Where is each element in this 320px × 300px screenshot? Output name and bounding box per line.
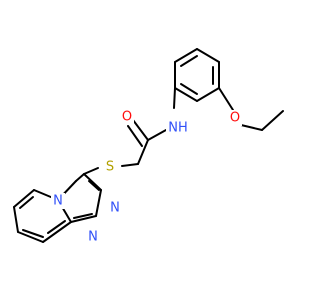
ethoxy-group bbox=[218, 87, 284, 131]
atom-labels: O NH O S N N N bbox=[51, 109, 242, 245]
bond bbox=[83, 173, 102, 191]
bond bbox=[95, 189, 102, 217]
bond bbox=[42, 221, 72, 243]
double-bond bbox=[73, 213, 93, 219]
bond bbox=[83, 167, 99, 175]
phenyl-ring bbox=[174, 48, 220, 102]
double-bond bbox=[88, 180, 100, 191]
double-bond bbox=[19, 196, 34, 209]
bond bbox=[121, 163, 139, 167]
triazole-nitrogen-lower-label: N bbox=[88, 230, 98, 245]
sulfur-label: S bbox=[106, 160, 114, 175]
bond bbox=[174, 87, 198, 102]
bond bbox=[240, 124, 263, 131]
double-bond bbox=[47, 220, 66, 234]
double-bond bbox=[132, 119, 149, 141]
bond bbox=[13, 206, 19, 233]
oxygen-ether-label: O bbox=[230, 111, 240, 126]
double-bond bbox=[180, 55, 198, 67]
double-bond bbox=[22, 229, 44, 238]
oxygen-carbonyl-label: O bbox=[122, 110, 132, 125]
bond bbox=[196, 87, 220, 102]
bond bbox=[13, 189, 35, 208]
double-bond bbox=[180, 83, 198, 95]
double-bond bbox=[127, 125, 143, 147]
bond bbox=[261, 110, 284, 131]
bond bbox=[174, 48, 198, 63]
triazole-nitrogen-upper-label: N bbox=[110, 201, 120, 216]
bond bbox=[17, 231, 44, 243]
bond bbox=[218, 87, 234, 111]
bond bbox=[75, 173, 85, 182]
structure-drawing: O NH O S N N N bbox=[13, 48, 284, 245]
bridge-nitrogen-label: N bbox=[53, 194, 63, 209]
bond bbox=[196, 48, 220, 63]
amide-nh-label: NH bbox=[168, 121, 188, 136]
bond bbox=[137, 139, 149, 165]
bond bbox=[173, 87, 176, 109]
bond bbox=[70, 215, 97, 223]
amide-group bbox=[83, 87, 176, 175]
bond bbox=[147, 129, 167, 141]
pyridine-ring bbox=[13, 189, 72, 243]
molecule-diagram: O NH O S N N N bbox=[13, 48, 284, 245]
